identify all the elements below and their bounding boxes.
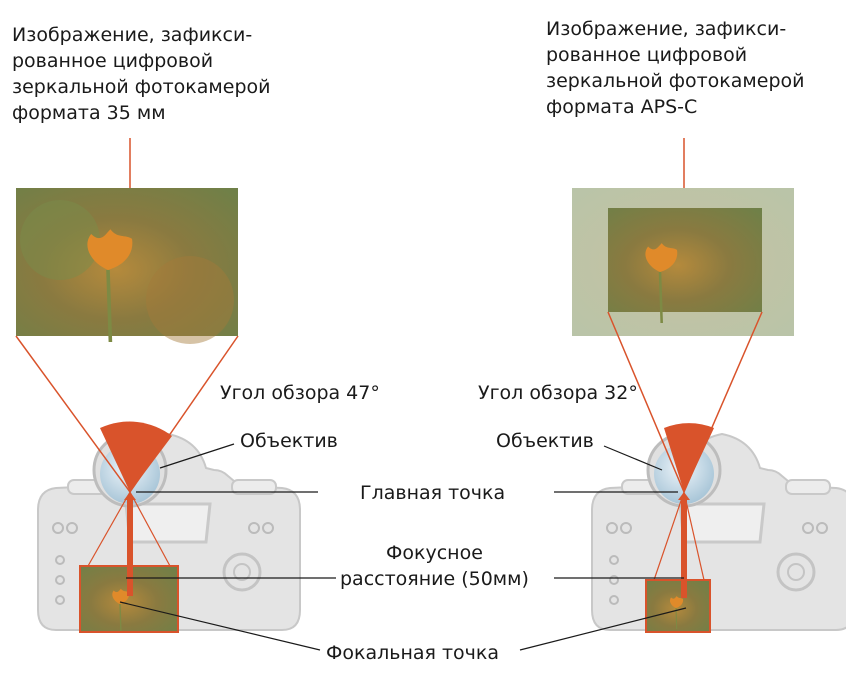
left-lens-label: Объектив bbox=[240, 430, 338, 452]
left-angle-label: Угол обзора 47° bbox=[220, 382, 380, 404]
right-angle-label: Угол обзора 32° bbox=[478, 382, 638, 404]
right-viewfinder-image bbox=[645, 579, 711, 633]
focal-length-label-line2: расстояние (50мм) bbox=[340, 568, 529, 590]
left-caption: Изображение, зафикси- рованное цифровой … bbox=[12, 22, 271, 126]
left-focal-arrow bbox=[87, 491, 171, 596]
right-captured-image bbox=[572, 188, 794, 336]
leader-lines bbox=[119, 443, 687, 651]
right-caption-line: рованное цифровой bbox=[546, 44, 748, 66]
principal-point-label: Главная точка bbox=[360, 482, 506, 504]
right-caption-line: зеркальной фотокамерой bbox=[546, 70, 805, 92]
left-caption-line: Изображение, зафикси- bbox=[12, 24, 253, 46]
right-angle-of-view bbox=[607, 138, 763, 493]
right-caption: Изображение, зафикси- рованное цифровой … bbox=[546, 16, 805, 120]
left-caption-line: формата 35 мм bbox=[12, 102, 166, 124]
left-caption-line: рованное цифровой bbox=[12, 50, 214, 72]
left-angle-of-view bbox=[15, 138, 239, 493]
left-caption-line: зеркальной фотокамерой bbox=[12, 76, 271, 98]
right-caption-line: Изображение, зафикси- bbox=[546, 18, 787, 40]
right-caption-line: формата APS-C bbox=[546, 96, 698, 118]
focal-length-label-line1: Фокусное bbox=[386, 542, 483, 564]
focal-point-label: Фокальная точка bbox=[326, 642, 500, 664]
right-focal-arrow bbox=[653, 491, 705, 598]
left-captured-image bbox=[16, 188, 238, 344]
right-lens-label: Объектив bbox=[496, 430, 594, 452]
